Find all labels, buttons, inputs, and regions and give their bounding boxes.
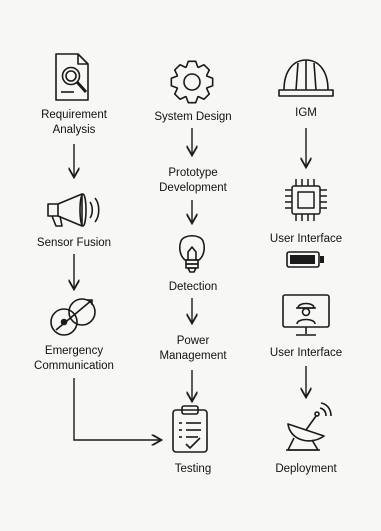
power-management-label: Power Management <box>159 335 227 362</box>
detection-label: Detection <box>168 281 218 293</box>
gear-icon <box>170 60 214 104</box>
orbit-icon <box>50 298 96 336</box>
monitor-worker-icon <box>282 294 330 336</box>
sensor-fusion-label: Sensor Fusion <box>36 237 112 249</box>
arrow-emergency-to-testing <box>73 378 160 440</box>
battery-icon <box>286 251 324 268</box>
prototype-development-label: Prototype Development <box>159 167 227 194</box>
system-design-label: System Design <box>154 111 232 123</box>
igm-label: IGM <box>295 107 317 119</box>
megaphone-icon <box>47 193 100 227</box>
clipboard-checklist-icon <box>172 405 208 453</box>
user-interface-1-label: User Interface <box>269 233 343 245</box>
satellite-dish-icon <box>286 402 332 451</box>
lightbulb-icon <box>179 234 205 273</box>
testing-label: Testing <box>174 463 212 475</box>
document-magnifier-icon <box>55 53 89 101</box>
emergency-communication-label: Emergency Communication <box>34 345 114 372</box>
deployment-label: Deployment <box>275 463 337 475</box>
microchip-icon <box>285 179 327 221</box>
hard-hat-icon <box>278 59 334 97</box>
user-interface-2-label: User Interface <box>269 347 343 359</box>
requirement-analysis-label: Requirement Analysis <box>41 109 107 136</box>
